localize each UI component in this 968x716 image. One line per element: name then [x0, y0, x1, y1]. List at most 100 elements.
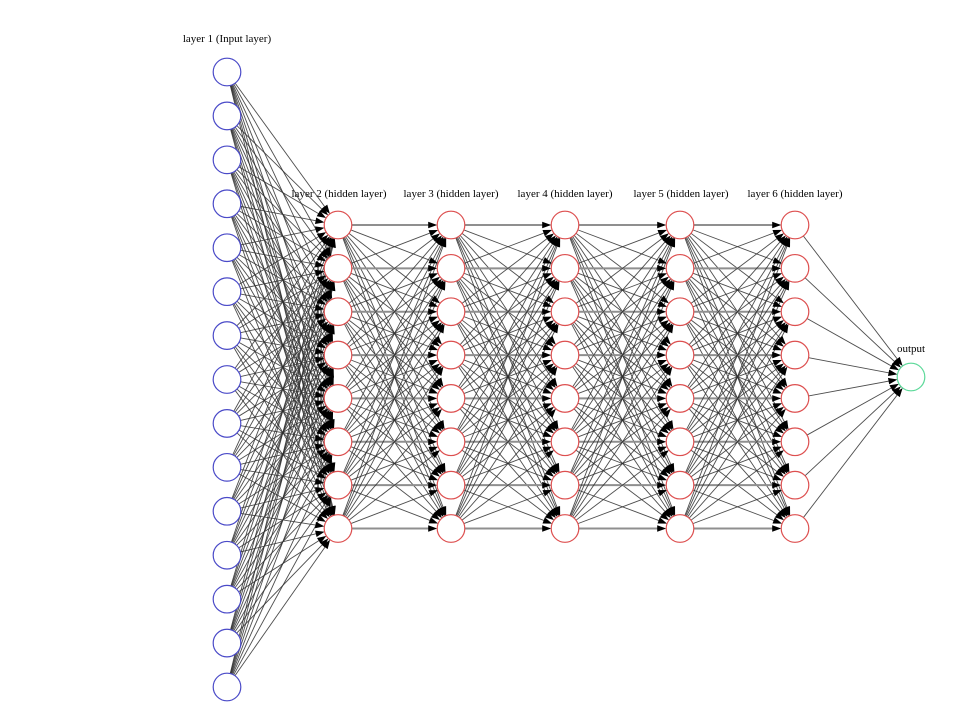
arrowhead-icon: [542, 308, 552, 316]
arrowhead-icon: [428, 481, 438, 489]
edge: [456, 243, 558, 473]
edge: [577, 489, 662, 522]
arrowhead-icon: [326, 411, 334, 421]
edge: [234, 346, 327, 470]
edge: [240, 315, 319, 334]
edge: [350, 491, 433, 524]
arrowhead-icon: [659, 363, 669, 372]
arrowhead-icon: [438, 281, 446, 291]
edge: [345, 284, 441, 431]
arrowhead-icon: [889, 383, 899, 391]
edge: [806, 318, 894, 368]
input-node-11: [212, 496, 242, 526]
arrowhead-icon: [659, 382, 669, 391]
edge: [232, 128, 330, 338]
arrowhead-icon: [315, 226, 325, 233]
arrowhead-icon: [314, 391, 325, 398]
arrowhead-icon: [657, 430, 668, 437]
edge: [458, 322, 555, 469]
edge: [234, 390, 327, 513]
edge: [463, 361, 547, 394]
edge: [463, 229, 547, 262]
edge: [463, 318, 547, 351]
arrowhead-icon: [542, 300, 553, 307]
arrowhead-icon: [772, 430, 783, 437]
input-node-8: [212, 365, 242, 394]
arrowhead-icon: [316, 275, 327, 283]
arrowhead-icon: [316, 362, 327, 370]
edge: [459, 326, 553, 432]
edge: [461, 406, 550, 474]
edge: [238, 210, 321, 259]
arrowhead-icon: [657, 481, 667, 489]
edge: [233, 242, 329, 412]
edge: [236, 125, 324, 212]
hidden-node-7: [550, 470, 580, 500]
arrowhead-icon: [319, 451, 329, 461]
edge: [348, 236, 436, 304]
edge: [346, 239, 439, 345]
arrowhead-icon: [314, 347, 325, 355]
hidden-node-8: [550, 514, 580, 543]
arrowhead-icon: [542, 257, 553, 264]
hidden-node-6: [323, 427, 353, 457]
arrowhead-icon: [315, 313, 325, 320]
arrowhead-icon: [659, 276, 669, 285]
arrowhead-icon: [772, 517, 783, 524]
input-node-7: [212, 321, 242, 350]
arrowhead-icon: [542, 395, 552, 402]
arrowhead-icon: [314, 217, 325, 224]
arrowhead-icon: [542, 438, 552, 446]
edge: [345, 279, 441, 426]
edge: [571, 242, 671, 430]
layer-2-label: layer 2 (hidden layer): [292, 188, 387, 200]
edge: [461, 410, 550, 478]
hidden-node-2: [550, 253, 580, 283]
arrowhead-icon: [542, 525, 552, 532]
arrowhead-icon: [544, 276, 555, 285]
arrowhead-icon: [666, 323, 674, 334]
arrowhead-icon: [662, 422, 671, 432]
arrowhead-icon: [662, 335, 671, 345]
edge: [690, 323, 780, 391]
hidden-node-4: [323, 340, 353, 370]
arrowhead-icon: [321, 247, 330, 258]
edge: [461, 453, 550, 521]
hidden-node-1: [780, 210, 810, 240]
arrowhead-icon: [772, 395, 782, 402]
arrowhead-icon: [772, 446, 783, 453]
edge: [687, 328, 785, 474]
edge: [572, 284, 670, 431]
arrowhead-icon: [428, 221, 438, 229]
arrowhead-icon: [430, 406, 441, 415]
edge: [571, 329, 671, 517]
edge: [692, 361, 777, 394]
arrowhead-icon: [430, 512, 441, 521]
arrowhead-icon: [430, 363, 441, 372]
arrowhead-icon: [657, 359, 668, 367]
edge: [572, 371, 670, 518]
arrowhead-icon: [316, 427, 326, 436]
edge: [238, 166, 321, 216]
arrowhead-icon: [314, 304, 325, 311]
arrowhead-icon: [428, 473, 439, 481]
arrowhead-icon: [319, 423, 329, 433]
arrowhead-icon: [433, 365, 442, 375]
edge: [458, 328, 555, 474]
arrowhead-icon: [433, 465, 442, 475]
edge: [238, 278, 322, 329]
edge: [808, 380, 892, 397]
arrowhead-icon: [657, 474, 668, 481]
arrowhead-icon: [892, 386, 901, 395]
arrowhead-icon: [542, 351, 552, 359]
edge: [570, 237, 673, 467]
arrowhead-icon: [552, 280, 560, 291]
hidden-node-3: [550, 297, 580, 327]
edge: [461, 319, 550, 387]
edge: [350, 359, 433, 392]
arrowhead-icon: [887, 377, 898, 385]
edge: [240, 469, 319, 483]
arrowhead-icon: [662, 509, 671, 519]
arrowhead-icon: [781, 323, 789, 334]
